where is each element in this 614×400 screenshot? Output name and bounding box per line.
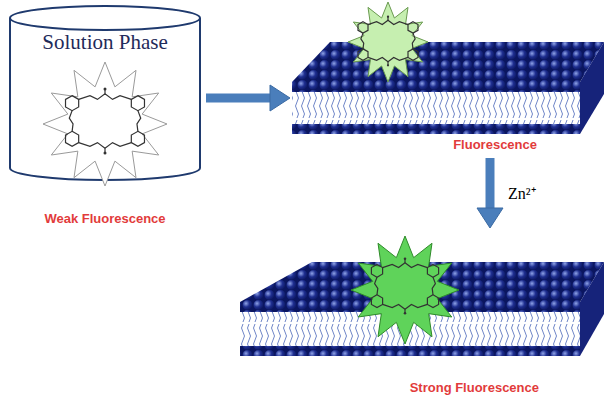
arrow-shaft xyxy=(486,158,495,210)
panel-heading: Solution Phase xyxy=(42,30,167,55)
panel-caption: Strong Fluorescence xyxy=(410,380,539,395)
lipid-membrane xyxy=(292,2,604,134)
panel-caption: Fluorescence xyxy=(453,137,537,152)
edge-label: Zn²⁺ xyxy=(506,182,538,204)
arrow-head xyxy=(477,208,503,228)
figure-panel: Solution PhaseWeak Fluorescence xyxy=(10,4,200,226)
lipid-membrane xyxy=(240,236,604,356)
panel-caption: Weak Fluorescence xyxy=(44,211,165,226)
block-arrow xyxy=(206,85,290,111)
figure-panel: Strong Fluorescence xyxy=(240,228,605,398)
solution-cylinder xyxy=(10,6,200,186)
block-arrow xyxy=(477,158,503,228)
arrow-shaft xyxy=(206,94,272,103)
arrow-head xyxy=(270,85,290,111)
figure-panel: Fluorescence xyxy=(290,0,605,156)
